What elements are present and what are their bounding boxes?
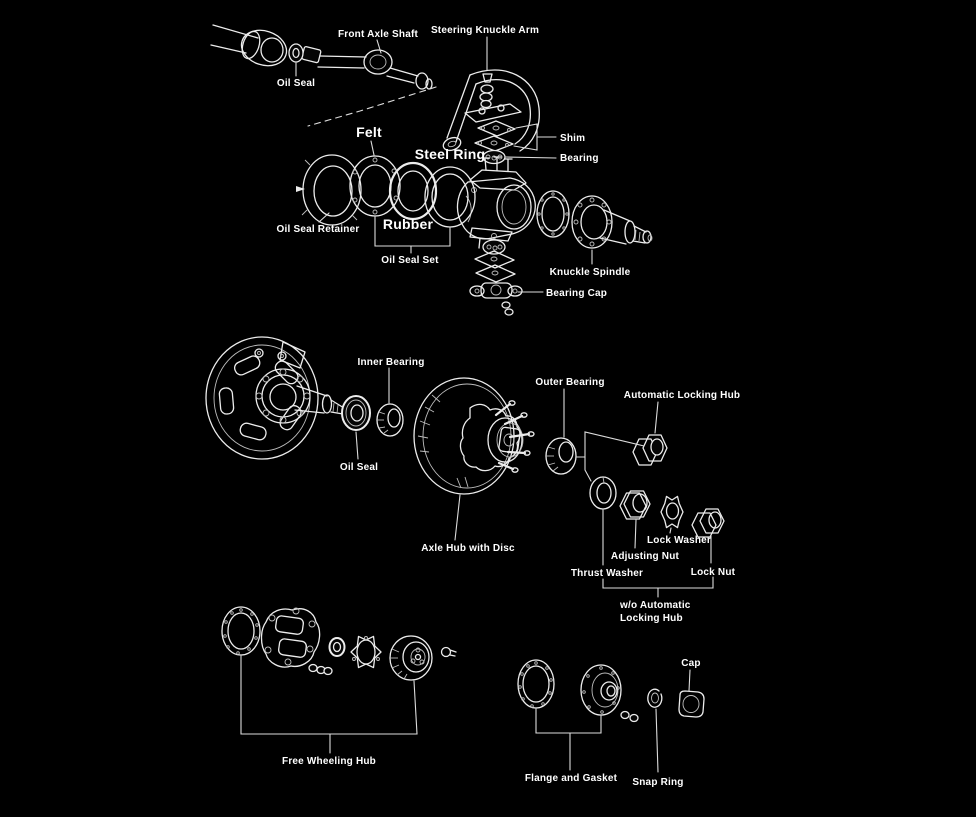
inner-bearing-part xyxy=(376,403,404,437)
thrust-washer-label: Thrust Washer xyxy=(571,568,643,579)
axle-hub-with-disc-label: Axle Hub with Disc xyxy=(421,543,515,554)
cap-part xyxy=(678,690,705,718)
lock-nut-part xyxy=(691,508,725,538)
axle-hub-with-disc-part xyxy=(413,377,535,495)
adjusting-nut-label: Adjusting Nut xyxy=(611,551,680,562)
free-wheeling-hub-small-bolt-part xyxy=(440,646,457,658)
backing-plate-part xyxy=(205,336,352,460)
knuckle-spindle-part xyxy=(571,195,653,249)
flange-gasket-ring-part xyxy=(517,659,555,709)
steering-knuckle-arm-label: Steering Knuckle Arm xyxy=(431,25,539,36)
shim-part xyxy=(474,120,516,152)
oil-seal-retainer-leader xyxy=(318,212,330,223)
oil-seal-hub-leader xyxy=(355,431,359,460)
steering-knuckle-part xyxy=(456,156,536,251)
oil-seal-retainer-label: Oil Seal Retainer xyxy=(277,224,360,235)
oil-seal-hub-label: Oil Seal xyxy=(340,462,378,473)
oil-seal-shaft-label: Oil Seal xyxy=(277,78,315,89)
cap-leader xyxy=(688,669,691,692)
wo-automatic-label-line1: w/o Automatic xyxy=(619,600,691,611)
automatic-locking-hub-leader xyxy=(654,401,659,434)
snap-ring-part xyxy=(647,688,663,708)
felt-leader xyxy=(370,140,375,156)
oil-seal-shaft-part xyxy=(288,43,304,63)
free-wheeling-hub-gasket-part xyxy=(221,606,261,656)
free-wheeling-hub-bracket xyxy=(240,655,418,754)
bearing-cap-part xyxy=(469,282,523,316)
inner-bearing-label: Inner Bearing xyxy=(357,357,424,368)
lock-washer-leader xyxy=(669,527,672,534)
flange-part xyxy=(580,664,622,716)
lock-washer-part xyxy=(660,495,684,529)
steel-ring-label: Steel Ring xyxy=(415,146,485,162)
free-wheeling-hub-cap-part xyxy=(389,635,433,681)
bearing-cap-label: Bearing Cap xyxy=(546,288,607,299)
lock-nut-label: Lock Nut xyxy=(691,567,736,578)
flange-gasket-bracket xyxy=(535,708,602,771)
oil-seal-hub-part xyxy=(341,395,371,431)
felt-part xyxy=(349,155,401,217)
adjusting-nut-part xyxy=(619,490,651,520)
automatic-locking-hub-label: Automatic Locking Hub xyxy=(624,390,740,401)
bearing-leader xyxy=(505,156,557,159)
front-axle-shaft-leader xyxy=(376,39,382,54)
automatic-locking-hub-part xyxy=(632,434,668,466)
outer-bearing-part xyxy=(545,437,577,475)
free-wheeling-hub-star-plate-part xyxy=(350,635,382,669)
free-wheeling-hub-bolts-part xyxy=(308,663,333,676)
front-axle-shaft-label: Front Axle Shaft xyxy=(338,29,419,40)
snap-ring-leader xyxy=(655,708,659,773)
outer-bearing-label: Outer Bearing xyxy=(535,377,604,388)
cap-label: Cap xyxy=(681,658,701,669)
knuckle-gasket-part xyxy=(536,190,570,238)
wo-automatic-label-line2: Locking Hub xyxy=(620,613,683,624)
pointer-arrow xyxy=(296,186,305,192)
shim-lower-part xyxy=(474,250,516,283)
knuckle-spindle-label: Knuckle Spindle xyxy=(550,267,631,278)
oil-seal-set-label: Oil Seal Set xyxy=(381,255,439,266)
wo-automatic-bracket xyxy=(602,576,714,598)
free-wheeling-hub-label: Free Wheeling Hub xyxy=(282,756,376,767)
axle-hub-with-disc-leader xyxy=(454,494,461,541)
oil-seal-retainer-part xyxy=(301,154,362,226)
flange-bolts-part xyxy=(620,710,639,723)
rubber-part xyxy=(388,161,438,221)
felt-label: Felt xyxy=(356,124,382,140)
option-bracket xyxy=(576,431,645,482)
thrust-washer-part xyxy=(589,476,617,510)
snap-ring-label: Snap Ring xyxy=(632,777,683,788)
flange-and-gasket-label: Flange and Gasket xyxy=(525,773,618,784)
adjusting-nut-leader xyxy=(634,519,637,549)
lock-washer-label: Lock Washer xyxy=(647,535,711,546)
construction-line xyxy=(307,86,437,127)
steel-ring-part xyxy=(424,166,476,228)
shim-leader xyxy=(513,123,557,151)
free-wheeling-hub-ring-part xyxy=(328,637,346,657)
front-axle-shaft-part xyxy=(210,24,433,90)
free-wheeling-hub-body-part xyxy=(260,607,321,668)
steering-knuckle-arm-part xyxy=(442,69,540,152)
bearing-lower-part xyxy=(482,239,506,255)
shim-label: Shim xyxy=(560,133,585,144)
bearing-label: Bearing xyxy=(560,153,599,164)
oil-seal-set-bracket xyxy=(374,216,451,254)
rubber-label: Rubber xyxy=(383,216,434,232)
